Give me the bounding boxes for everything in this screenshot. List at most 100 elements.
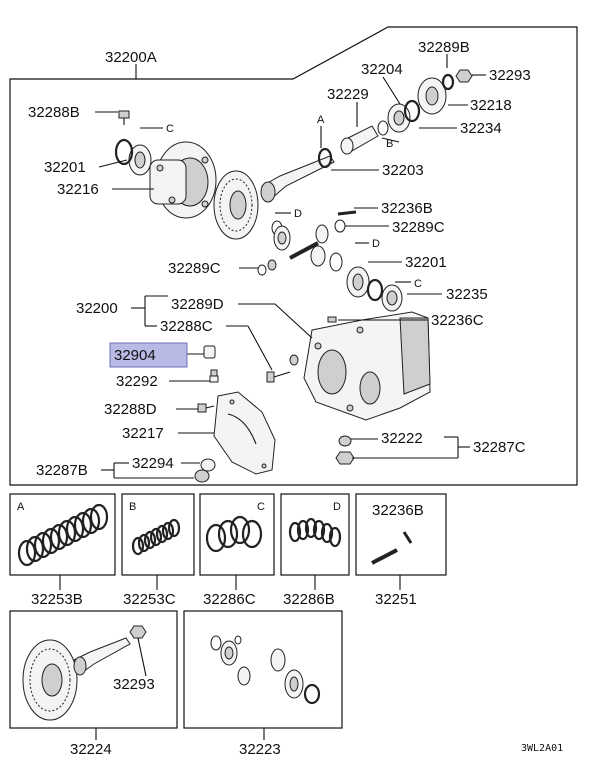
main-frame [9,26,578,486]
washer-32203[interactable] [317,147,333,169]
letter-a-main: A [317,114,325,126]
label-32236b-main[interactable]: 32236B [381,200,433,217]
label-32287c[interactable]: 32287C [473,439,526,456]
label-32251[interactable]: 32251 [375,591,417,608]
label-32288c[interactable]: 32288C [160,318,213,335]
label-32235[interactable]: 32235 [446,286,488,303]
carrier-housing[interactable] [303,311,431,421]
shim-set-c[interactable] [205,515,263,553]
shim-set-b[interactable] [131,518,181,556]
diagram-code: 3WL2A01 [521,743,563,754]
kit-box-c [199,493,275,576]
label-32234[interactable]: 32234 [460,120,502,137]
letter-d-top: D [294,208,302,220]
label-32294[interactable]: 32294 [132,455,174,472]
label-32289c-left[interactable]: 32289C [168,260,221,277]
label-32204[interactable]: 32204 [361,61,403,78]
box-letter-a: A [17,501,25,513]
kit-box-32223 [183,610,343,729]
label-32224[interactable]: 32224 [70,741,112,758]
kit-box-b [121,493,195,576]
nut-32287c[interactable] [335,451,355,465]
letter-b-main: B [386,138,393,150]
collapsible-spacer-b[interactable] [377,120,389,136]
pin-32236c[interactable] [327,316,337,323]
label-32218[interactable]: 32218 [470,97,512,114]
drive-pinion[interactable] [260,155,335,203]
pinion-mate-lower[interactable] [310,245,326,267]
nut-32293-kit[interactable] [129,625,147,639]
bearing-race-32235[interactable] [381,284,403,312]
label-32223[interactable]: 32223 [239,741,281,758]
kit-box-a [9,493,116,576]
box-letter-d: D [333,501,341,513]
label-32217[interactable]: 32217 [122,425,164,442]
label-32293-top[interactable]: 32293 [489,67,531,84]
label-32253c[interactable]: 32253C [123,591,176,608]
pin-32236b-kit[interactable] [371,531,413,565]
label-32286b[interactable]: 32286B [283,591,335,608]
breather-32292[interactable] [209,369,219,383]
label-32236c[interactable]: 32236C [431,312,484,329]
label-32201-right[interactable]: 32201 [405,254,447,271]
shim-set-d[interactable] [288,517,342,548]
label-32287b[interactable]: 32287B [36,462,88,479]
box-letter-c: C [257,501,265,513]
side-gear-left[interactable] [273,225,291,251]
side-bearing-right[interactable] [346,266,370,298]
label-32236b-box[interactable]: 32236B [372,502,424,519]
differential-case[interactable] [149,141,217,219]
shim-c-left[interactable] [114,138,134,166]
label-32288d[interactable]: 32288D [104,401,157,418]
pinion-shaft[interactable] [289,241,319,260]
washer-d-mid[interactable] [329,252,343,272]
washer-32289b[interactable] [441,73,455,91]
label-32289c-right[interactable]: 32289C [392,219,445,236]
ring-gear[interactable] [213,170,259,240]
highlight-32904 [109,342,188,368]
bolt-32288c[interactable] [266,371,291,383]
label-32292[interactable]: 32292 [116,373,158,390]
bolt-32288d[interactable] [197,403,215,413]
nut-32222[interactable] [338,435,352,447]
shaft-stub[interactable] [267,259,277,271]
shim-c-right[interactable] [366,278,384,302]
label-32200[interactable]: 32200 [76,300,118,317]
label-32289d[interactable]: 32289D [171,296,224,313]
spacer-32229[interactable] [340,125,379,155]
shim-set-a[interactable] [17,503,109,567]
side-bearing-left[interactable] [128,144,152,176]
plug-32904[interactable] [203,345,216,359]
nut-32293-top[interactable] [455,69,473,83]
label-32253b[interactable]: 32253B [31,591,83,608]
bolt-32288b[interactable] [118,110,130,125]
washer-32289c-right[interactable] [334,219,346,233]
seal-32234[interactable] [403,99,421,123]
letter-c-mid: C [414,278,422,290]
kit-box-32224 [9,610,178,729]
ring-gear-set-32224[interactable] [22,637,131,721]
washer-32294[interactable] [200,458,216,472]
label-32288b[interactable]: 32288B [28,104,80,121]
label-32216[interactable]: 32216 [57,181,99,198]
label-32203[interactable]: 32203 [382,162,424,179]
letter-d-mid: D [372,238,380,250]
label-32289b[interactable]: 32289B [418,39,470,56]
pin-32236b[interactable] [337,210,357,216]
label-32286c[interactable]: 32286C [203,591,256,608]
plug-32287b[interactable] [194,469,210,483]
label-32200a[interactable]: 32200A [105,49,157,66]
washer-32289d[interactable] [289,354,299,366]
washer-32289c-left[interactable] [257,264,267,276]
flange-32218[interactable] [417,77,447,115]
diff-gear-set-32223[interactable] [210,635,321,705]
label-32229[interactable]: 32229 [327,86,369,103]
label-32222[interactable]: 32222 [381,430,423,447]
kit-box-32236b [355,493,447,576]
pinion-mate-upper[interactable] [315,224,329,244]
cover-32217[interactable] [213,391,276,475]
label-32201-left[interactable]: 32201 [44,159,86,176]
label-32904[interactable]: 32904 [114,347,156,364]
label-32293-kit[interactable]: 32293 [113,676,155,693]
